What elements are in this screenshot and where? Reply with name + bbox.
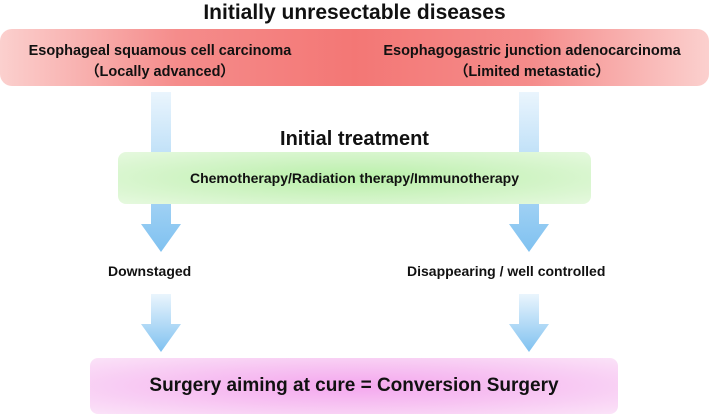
treatment-box bbox=[118, 152, 591, 204]
left-lower-arrow-icon bbox=[141, 294, 181, 352]
disease-band bbox=[0, 29, 709, 86]
initial-treatment-title: Initial treatment bbox=[280, 128, 429, 150]
right-disease-qualifier: （Limited metastatic） bbox=[453, 64, 611, 80]
right-outcome-label: Disappearing / well controlled bbox=[407, 263, 606, 279]
right-lower-arrow-icon bbox=[509, 294, 549, 352]
left-disease-qualifier: （Locally advanced） bbox=[85, 64, 235, 80]
surgery-label: Surgery aiming at cure = Conversion Surg… bbox=[149, 375, 559, 396]
diagram-title: Initially unresectable diseases bbox=[203, 1, 506, 24]
left-outcome-label: Downstaged bbox=[108, 263, 192, 279]
right-disease-box: Esophagogastric junction adenocarcinoma … bbox=[355, 41, 709, 83]
left-disease-box: Esophageal squamous cell carcinoma （Loca… bbox=[0, 41, 320, 83]
treatment-label: Chemotherapy/Radiation therapy/Immunothe… bbox=[189, 170, 520, 186]
left-disease-name: Esophageal squamous cell carcinoma bbox=[28, 43, 292, 59]
surgery-box bbox=[90, 358, 618, 414]
right-disease-name: Esophagogastric junction adenocarcinoma bbox=[383, 43, 681, 59]
